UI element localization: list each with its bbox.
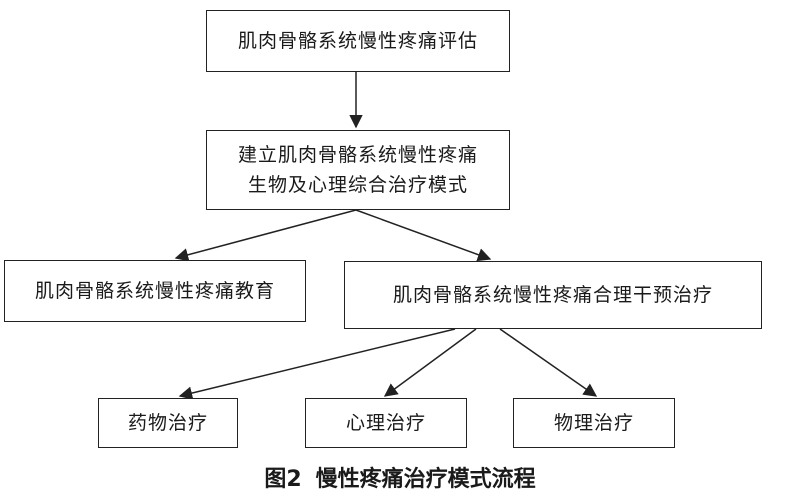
- arrow-intervention-to-physical: [499, 328, 598, 397]
- node-psychological-therapy-label: 心理治疗: [345, 412, 426, 434]
- arrow-intervention-to-drug: [178, 328, 456, 400]
- node-assessment: 肌肉骨骼系统慢性疼痛评估: [206, 10, 510, 72]
- node-physical-therapy: 物理治疗: [513, 398, 675, 448]
- node-drug-therapy-label: 药物治疗: [127, 412, 208, 434]
- figure-title: 慢性疼痛治疗模式流程: [315, 467, 536, 492]
- node-intervention-label: 肌肉骨骼系统慢性疼痛合理干预治疗: [392, 284, 713, 306]
- node-treatment-model-line1: 建立肌肉骨骼系统慢性疼痛: [237, 144, 478, 166]
- arrow-model-to-intervention: [355, 209, 492, 262]
- node-education-label: 肌肉骨骼系统慢性疼痛教育: [34, 280, 275, 302]
- node-treatment-model-line2: 生物及心理综合治疗模式: [247, 174, 468, 196]
- node-assessment-label: 肌肉骨骼系统慢性疼痛评估: [237, 30, 478, 52]
- arrow-model-to-education: [174, 209, 357, 262]
- node-drug-therapy: 药物治疗: [98, 398, 238, 448]
- figure-caption: 图2 慢性疼痛治疗模式流程: [0, 462, 800, 498]
- arrow-intervention-to-psych: [383, 328, 477, 397]
- node-intervention: 肌肉骨骼系统慢性疼痛合理干预治疗: [344, 261, 762, 329]
- node-education: 肌肉骨骼系统慢性疼痛教育: [4, 260, 306, 322]
- node-treatment-model: 建立肌肉骨骼系统慢性疼痛 生物及心理综合治疗模式: [206, 130, 510, 210]
- node-psychological-therapy: 心理治疗: [305, 398, 467, 448]
- node-physical-therapy-label: 物理治疗: [553, 412, 634, 434]
- figure-number: 图2: [264, 467, 302, 492]
